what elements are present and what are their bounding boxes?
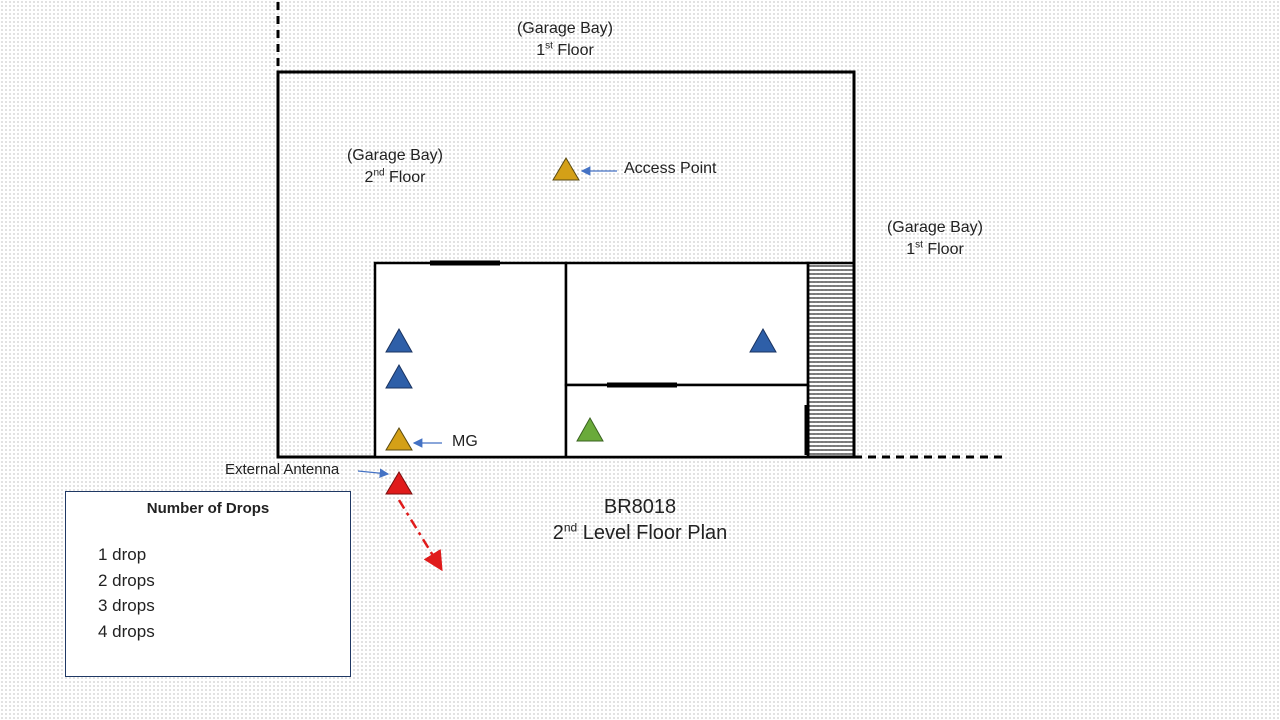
room-right-lower	[564, 383, 810, 459]
antenna-direction-arrow	[397, 499, 443, 572]
legend-box: Number of Drops 1 drop 2 drops 3 drops 4…	[65, 491, 351, 677]
legend-item: 1 drop	[98, 545, 147, 564]
external-antenna-arrow	[357, 468, 390, 478]
room-left	[373, 261, 568, 459]
right-garage-bay-label: (Garage Bay) 1st Floor	[886, 219, 984, 258]
drop-1-access-point-icon	[552, 157, 580, 181]
plan-caption: BR8018 2nd Level Floor Plan	[500, 494, 780, 546]
drop-3-left-room-top-icon	[385, 327, 413, 353]
legend-item: 2 drops	[98, 571, 155, 590]
access-point-label: Access Point	[624, 160, 717, 177]
external-antenna-label: External Antenna	[225, 461, 340, 478]
drop-3-right-room-icon	[749, 327, 777, 353]
mg-label: MG	[452, 433, 478, 450]
legend-title: Number of Drops	[146, 500, 270, 517]
inner-garage-bay-label: (Garage Bay) 2nd Floor	[346, 147, 444, 186]
plan-title: 2nd Level Floor Plan	[552, 520, 728, 544]
external-antenna-icon	[385, 471, 413, 495]
drop-3-left-room-middle-icon	[385, 363, 413, 389]
top-garage-bay-label: (Garage Bay) 1st Floor	[516, 20, 614, 59]
legend-item: 3 drops	[98, 596, 155, 615]
drop-1-mg-icon	[385, 427, 413, 451]
legend-item: 4 drops	[98, 622, 155, 641]
plan-code: BR8018	[603, 496, 677, 518]
room-right-upper	[564, 261, 810, 387]
drop-2-right-lower-room-icon	[576, 416, 604, 442]
stairwell	[806, 261, 856, 459]
